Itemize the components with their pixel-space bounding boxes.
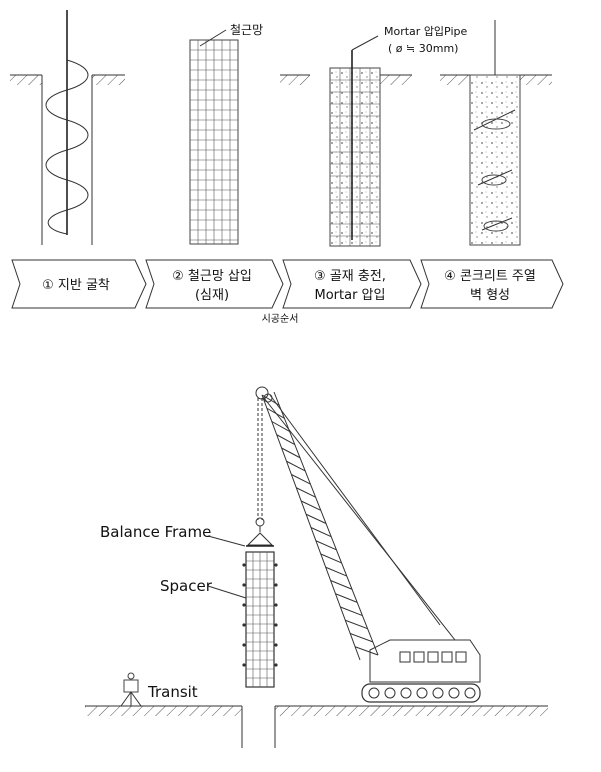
- step-2-label-line-1: ② 철근망 삽입: [172, 269, 252, 284]
- label-spacer: Spacer: [160, 577, 213, 595]
- crane-installation: Balance Frame Spacer Transit: [85, 386, 548, 748]
- label-balance-frame: Balance Frame: [100, 523, 211, 541]
- step-1-box: [11, 259, 147, 309]
- ground-hatch-right: [92, 75, 125, 85]
- label-mortar-pipe: Mortar 압입Pipe: [384, 25, 467, 38]
- crane-cab: [369, 639, 481, 683]
- step-4-label-line-1: ④ 콘크리트 주열: [444, 269, 536, 284]
- step-1-label: ① 지반 굴착: [42, 278, 110, 293]
- balance-frame: [246, 532, 274, 546]
- label-rebar-cage: 철근망: [230, 23, 263, 37]
- ground-left: [85, 706, 242, 716]
- stage-4-concrete-pile-wall: [440, 20, 552, 246]
- step-2-label-line-2: (심재): [195, 288, 229, 303]
- stage-3-aggregate-mortar: Mortar 압입Pipe ( ø ≒ 30mm): [280, 25, 467, 247]
- step-4-box: [420, 259, 564, 309]
- label-transit: Transit: [147, 683, 198, 701]
- crane-track: [361, 683, 481, 703]
- step-2-box: [145, 259, 284, 309]
- crane-boom: [261, 391, 379, 661]
- ground-hatch-left: [10, 75, 42, 85]
- step-arrows: ① 지반 굴착 ② 철근망 삽입 (심재) ③ 골재 충전, Mortar 압입…: [11, 259, 564, 309]
- label-pipe-diameter: ( ø ≒ 30mm): [388, 42, 458, 55]
- step-3-label-line-1: ③ 골재 충전,: [314, 269, 386, 284]
- transit-instrument: [120, 672, 142, 707]
- stage-2-rebar-cage-insert: 철근망: [189, 23, 263, 245]
- step-3-box: [282, 259, 422, 309]
- stage-1-ground-excavation: [10, 10, 125, 245]
- step-4-label-line-2: 벽 형성: [470, 288, 510, 303]
- ground-right: [275, 706, 548, 716]
- step-3-label-line-2: Mortar 압입: [315, 288, 386, 303]
- auger-spiral: [45, 59, 89, 235]
- caption: 시공순서: [262, 313, 299, 325]
